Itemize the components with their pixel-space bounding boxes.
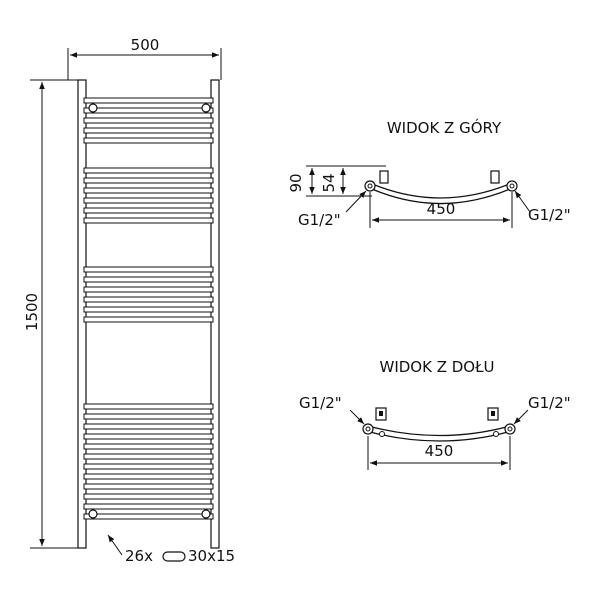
bottom-mounting-brackets [88, 509, 211, 519]
top-view-title: WIDOK Z GÓRY [387, 118, 502, 137]
bottom-left-bracket-slot [379, 411, 383, 416]
bottom-left-connection-leader [349, 409, 365, 425]
bottom-view-curve-inner [369, 431, 509, 442]
horizontal-tube-15 [83, 296, 214, 303]
top-right-bracket-post [490, 170, 500, 184]
horizontal-tube-22 [83, 443, 214, 450]
horizontal-tubes [83, 97, 214, 520]
horizontal-tube-26 [83, 483, 214, 490]
bottom-view: WIDOK Z DOŁU 450 G1/2" G1/2" [299, 358, 571, 470]
horizontal-tube-6 [83, 167, 214, 174]
left-collector [77, 79, 87, 549]
horizontal-tube-14 [83, 286, 214, 293]
horizontal-tube-12 [83, 266, 214, 273]
bottom-right-connection-core [507, 426, 513, 432]
horizontal-tube-8 [83, 187, 214, 194]
horizontal-tube-20 [83, 423, 214, 430]
top-spacing-label: 450 [427, 200, 456, 218]
right-collector [210, 79, 220, 549]
horizontal-tube-16 [83, 306, 214, 313]
horizontal-tube-24 [83, 463, 214, 470]
top-right-connection-core [509, 183, 515, 189]
horizontal-tube-7 [83, 177, 214, 184]
horizontal-tube-4 [83, 127, 214, 134]
bottom-right-connection-leader [513, 409, 529, 425]
horizontal-tube-3 [83, 117, 214, 124]
oval-tube-section-icon [162, 551, 186, 562]
horizontal-tube-27 [83, 493, 214, 500]
horizontal-tube-9 [83, 197, 214, 204]
horizontal-tube-13 [83, 276, 214, 283]
horizontal-tube-23 [83, 453, 214, 460]
top-view-curve-inner [371, 188, 511, 205]
height-label: 1500 [23, 293, 41, 331]
horizontal-tube-21 [83, 433, 214, 440]
bottom-view-curve-outer [367, 425, 511, 437]
horizontal-tube-28 [83, 503, 214, 510]
top-view-curve-outer [369, 182, 513, 199]
horizontal-tube-1 [83, 97, 214, 104]
top-left-connection-core [367, 183, 373, 189]
depth-inner-label: 54 [320, 173, 338, 192]
horizontal-tube-10 [83, 207, 214, 214]
top-left-connection-label: G1/2" [298, 211, 341, 229]
bottom-left-connection-core [365, 426, 371, 432]
tube-leader-line [107, 534, 123, 556]
top-left-bracket [88, 103, 98, 113]
bottom-left-bracket [88, 509, 98, 519]
bottom-left-mount-point [379, 431, 385, 437]
top-mounting-brackets [88, 103, 211, 113]
top-view: WIDOK Z GÓRY 90 54 450 G1/2" G1/2" [287, 118, 571, 229]
bottom-spacing-label: 450 [425, 442, 454, 460]
bottom-right-mount-point [493, 431, 499, 437]
horizontal-tube-19 [83, 413, 214, 420]
horizontal-tube-18 [83, 403, 214, 410]
top-right-connection-label: G1/2" [528, 206, 571, 224]
top-left-bracket-post [379, 170, 389, 184]
top-left-connection-leader [345, 190, 367, 213]
top-right-bracket [201, 103, 211, 113]
front-view: 500 1500 26x 30x15 [23, 36, 235, 565]
depth-total-label: 90 [287, 173, 305, 192]
bottom-view-title: WIDOK Z DOŁU [379, 358, 494, 376]
bottom-right-bracket-slot [491, 411, 495, 416]
horizontal-tube-25 [83, 473, 214, 480]
horizontal-tube-2 [83, 107, 214, 114]
tube-size-label: 30x15 [188, 547, 235, 565]
horizontal-tube-11 [83, 217, 214, 224]
bottom-right-connection-label: G1/2" [528, 394, 571, 412]
horizontal-tube-5 [83, 137, 214, 144]
width-label: 500 [131, 36, 160, 54]
top-right-connection-leader [514, 190, 531, 213]
bottom-right-bracket [201, 509, 211, 519]
horizontal-tube-17 [83, 316, 214, 323]
tube-count-label: 26x [125, 547, 153, 565]
bottom-left-connection-label: G1/2" [299, 394, 342, 412]
horizontal-tube-29 [83, 513, 214, 520]
